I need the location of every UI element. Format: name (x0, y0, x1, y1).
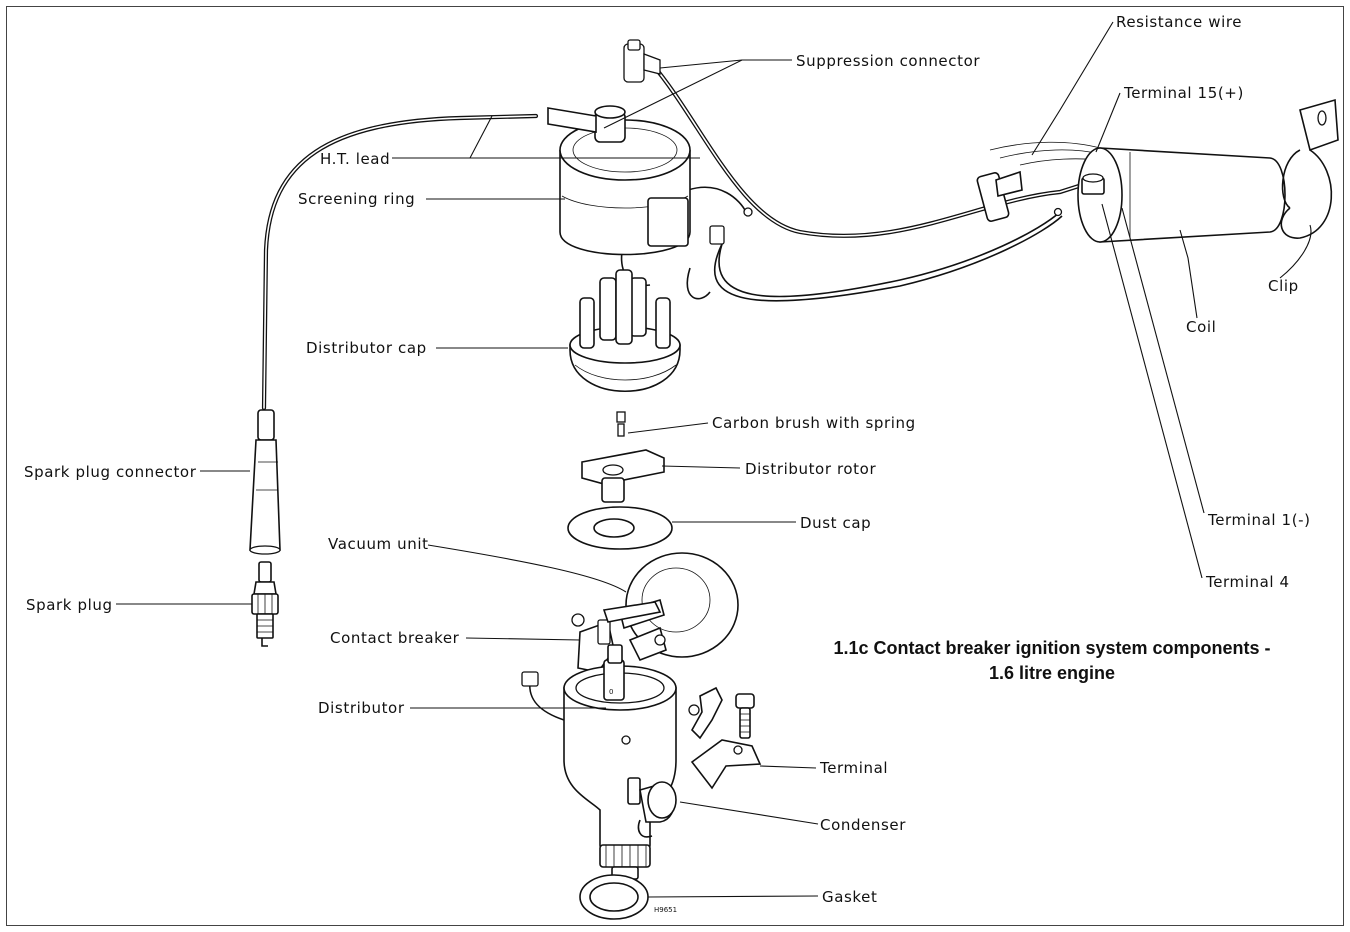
labels: Resistance wire Suppression connector Te… (24, 13, 1311, 906)
contact-breaker-part (571, 601, 667, 673)
label-distributor-cap: Distributor cap (306, 339, 427, 357)
figure-ref-code: H9651 (654, 906, 677, 914)
figure-caption: 1.1c Contact breaker ignition system com… (833, 638, 1270, 683)
label-spark-plug-connector: Spark plug connector (24, 463, 197, 481)
label-resistance-wire: Resistance wire (1116, 13, 1242, 31)
spark-plug-part (251, 561, 279, 647)
label-dust-cap: Dust cap (800, 514, 871, 532)
ht-lead-wire (261, 113, 539, 411)
caption-line-1: 1.1c Contact breaker ignition system com… (833, 638, 1270, 658)
label-suppression-connector: Suppression connector (796, 52, 980, 70)
label-clip: Clip (1268, 277, 1299, 295)
label-contact-breaker: Contact breaker (330, 629, 460, 647)
distributor-rotor-part (581, 449, 665, 503)
label-carbon-brush: Carbon brush with spring (712, 414, 916, 432)
label-distributor: Distributor (318, 699, 405, 717)
label-terminal-1: Terminal 1(-) (1207, 511, 1311, 529)
resistance-wires (989, 141, 1101, 166)
suppression-connector-part (623, 39, 661, 83)
distributor-body-part: 0 (521, 644, 677, 880)
coil-part (1077, 98, 1339, 243)
label-screening-ring: Screening ring (298, 190, 415, 208)
spark-plug-connector-part (249, 409, 281, 555)
dust-cap-part (567, 506, 673, 550)
terminal-parts (688, 686, 762, 790)
label-distributor-rotor: Distributor rotor (745, 460, 876, 478)
gasket-part (579, 874, 649, 920)
coil-elbow-connector (976, 170, 1063, 222)
screening-ring-part (547, 105, 753, 256)
label-terminal: Terminal (819, 759, 888, 777)
label-terminal-15: Terminal 15(+) (1123, 84, 1244, 102)
leader-lines (116, 21, 1312, 898)
label-gasket: Gasket (822, 888, 878, 906)
caption-line-2: 1.6 litre engine (989, 663, 1115, 683)
label-spark-plug: Spark plug (26, 596, 113, 614)
label-vacuum-unit: Vacuum unit (328, 535, 429, 553)
label-coil: Coil (1186, 318, 1216, 336)
coil-ht-wire (649, 61, 1085, 238)
label-condenser: Condenser (820, 816, 906, 834)
figure-frame (6, 6, 1344, 926)
svg-text:0: 0 (609, 688, 613, 696)
distributor-cap-part (569, 269, 681, 392)
label-ht-lead: H.T. lead (320, 150, 390, 168)
label-terminal-4: Terminal 4 (1205, 573, 1290, 591)
carbon-brush-part (616, 411, 626, 437)
